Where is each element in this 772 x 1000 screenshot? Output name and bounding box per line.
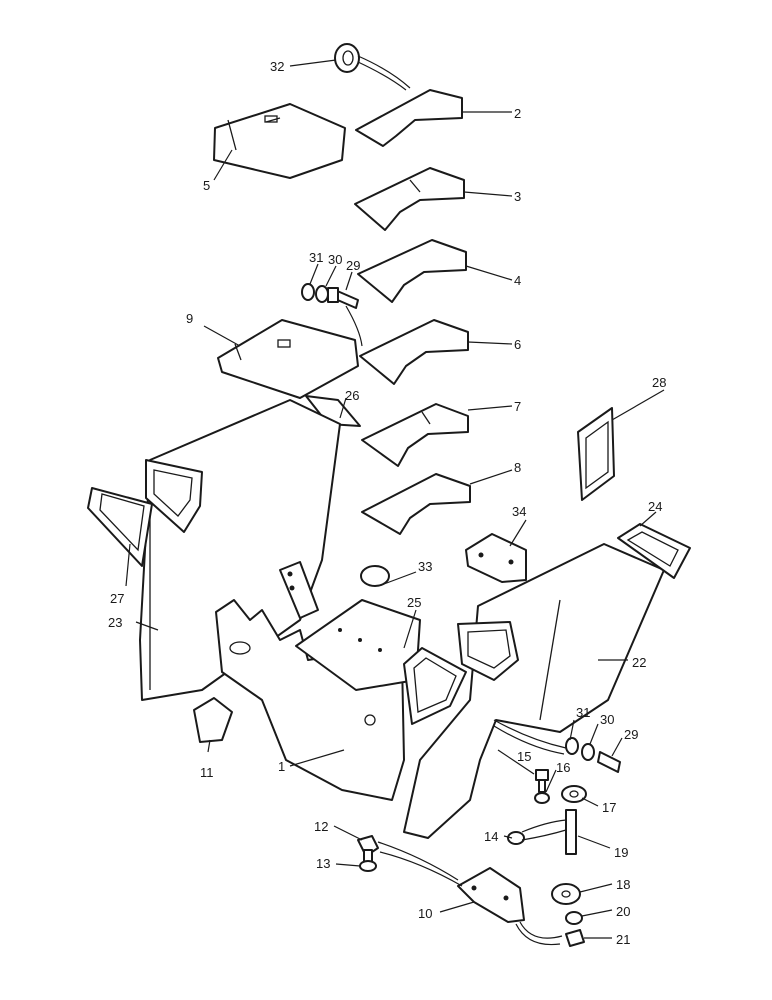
bracket-34 [465,533,527,583]
callout-3: 3 [514,189,521,204]
callout-17: 17 [602,800,616,815]
callout-30b: 30 [600,712,614,727]
callout-4: 4 [514,273,521,288]
callout-5: 5 [203,178,210,193]
lens-24 [617,523,691,579]
bolt-12 [357,835,379,867]
lens-25-housing [403,647,467,725]
grommet-33 [360,565,390,587]
callout-2: 2 [514,106,521,121]
upper-bolt-set [301,283,359,309]
callout-31b: 31 [576,705,590,720]
bracket-4 [357,239,467,303]
callout-1: 1 [278,759,285,774]
stud-19 [565,809,577,855]
callout-20: 20 [616,904,630,919]
callout-9: 9 [186,311,193,326]
lens-27 [87,487,153,567]
callout-16: 16 [556,760,570,775]
nut-21 [565,929,585,947]
foot-11 [193,697,233,743]
callout-27: 27 [110,591,124,606]
callout-24: 24 [648,499,662,514]
callout-26: 26 [345,388,359,403]
callout-31a: 31 [309,250,323,265]
callout-18: 18 [616,877,630,892]
callout-15: 15 [517,749,531,764]
lower-bolt-set [565,737,621,773]
callout-19: 19 [614,845,628,860]
callout-14: 14 [484,829,498,844]
callout-32: 32 [270,59,284,74]
nut-14 [507,831,525,845]
callout-11: 11 [200,765,214,780]
callout-13: 13 [316,856,330,871]
lamp-housing-right [457,621,519,681]
washer-16 [534,792,550,804]
washer-17 [561,785,587,803]
cover-5 [213,103,346,179]
cover-9 [217,319,359,399]
callout-29a: 29 [346,258,360,273]
washer-13 [359,860,377,872]
bracket-6 [359,319,469,385]
washer-18 [551,883,581,905]
callout-34: 34 [512,504,526,519]
bolt-15 [535,769,549,793]
mount-plate [279,561,319,619]
callout-22: 22 [632,655,646,670]
lamp-housing-left [145,459,203,533]
callout-28: 28 [652,375,666,390]
callout-23: 23 [108,615,122,630]
callout-10: 10 [418,906,432,921]
bracket-10 [457,867,525,923]
bracket-8 [361,473,471,535]
callout-7: 7 [514,399,521,414]
callout-21: 21 [616,932,630,947]
callout-29b: 29 [624,727,638,742]
pad-28 [577,407,615,501]
bracket-7 [361,403,469,467]
callout-33: 33 [418,559,432,574]
callout-25: 25 [407,595,421,610]
callout-30a: 30 [328,252,342,267]
callout-12: 12 [314,819,328,834]
bracket-2 [355,89,463,147]
leader-lines [125,55,665,946]
washer-20 [565,911,583,925]
bracket-3 [354,167,465,231]
callout-8: 8 [514,460,521,475]
callout-6: 6 [514,337,521,352]
callout-numbers: 32 2 5 3 31 30 29 4 9 6 28 26 7 8 24 34 … [108,59,666,947]
grommet-32 [334,43,360,73]
floor-plate-25 [295,599,421,691]
